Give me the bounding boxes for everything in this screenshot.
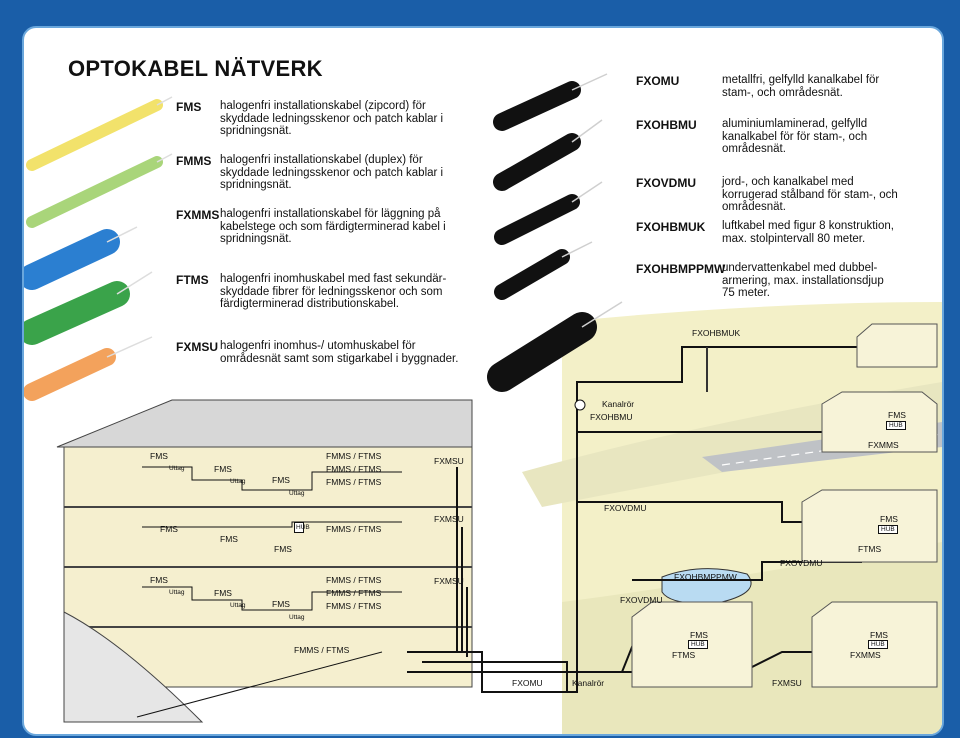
out-fxohbmu: FXOHBMU [590, 412, 633, 422]
cable-desc-fxmms: halogenfri installationskabel för läggni… [220, 208, 446, 245]
out-fxohbmppmw: FXOHBMPPMW [674, 572, 737, 582]
cable-desc-fmms: halogenfri installationskabel (duplex) f… [220, 154, 444, 191]
page-title: OPTOKABEL NÄTVERK [68, 56, 323, 81]
network-diagram [24, 73, 942, 734]
cable-code-fxohbmppmw: FXOHBMPPMW [636, 262, 726, 276]
house3-label: FTMS [672, 650, 696, 660]
f2-fms-1: FMS [160, 524, 178, 534]
out-fxmsu-bottom: FXMSU [772, 678, 802, 688]
lake [661, 568, 752, 604]
out-fxovdmu-mid: FXOVDMU [604, 503, 647, 513]
house1-fms: FMS [888, 410, 906, 420]
house4-fms: FMS [870, 630, 888, 640]
main-building [56, 399, 473, 723]
house2-label: FTMS [858, 544, 882, 554]
cable-code-fms: FMS [176, 100, 202, 114]
cable-desc-fxohbmu: aluminiumlaminerad, gelfylld kanalkabel … [722, 118, 868, 155]
basement-label: FMMS / FTMS [294, 645, 350, 655]
house4-label: FXMMS [850, 650, 881, 660]
f3-riser-3: FMMS / FTMS [326, 601, 382, 611]
f1-fxmsu: FXMSU [434, 456, 464, 466]
house2-hub: HUB [878, 525, 898, 534]
right-cable-images [487, 73, 623, 392]
out-fxomu: FXOMU [512, 678, 543, 688]
f2-fms-3: FMS [274, 544, 292, 554]
cable-code-fxohbmuk: FXOHBMUK [636, 220, 706, 234]
f3-fms-1: FMS [150, 575, 168, 585]
cable-desc-ftms: halogenfri inomhuskabel med fast sekundä… [220, 273, 447, 310]
f3-fxmsu: FXMSU [434, 576, 464, 586]
cable-code-fmms: FMMS [176, 154, 212, 168]
f1-uttag-3: Uttag [289, 490, 305, 497]
out-fxovdmu-low: FXOVDMU [620, 595, 663, 605]
f1-riser-1: FMMS / FTMS [326, 451, 382, 461]
f3-uttag-2: Uttag [230, 602, 246, 609]
cable-code-fxomu: FXOMU [636, 74, 680, 88]
cable-code-ftms: FTMS [176, 273, 209, 287]
left-cable-images [24, 96, 173, 401]
f1-fms-2: FMS [214, 464, 232, 474]
f1-fms-3: FMS [272, 475, 290, 485]
f2-fxmsu: FXMSU [434, 514, 464, 524]
cable-code-fxohbmu: FXOHBMU [636, 118, 697, 132]
cable-desc-fms: halogenfri installationskabel (zipcord) … [220, 100, 444, 137]
out-kanalror-top: Kanalrör [602, 399, 635, 409]
cable-desc-fxohbmppmw: undervattenkabel med dubbel-armering, ma… [722, 262, 884, 299]
manhole-icon [574, 399, 586, 411]
f3-fms-3: FMS [272, 599, 290, 609]
out-fxohbmuk: FXOHBMUK [692, 328, 741, 338]
f3-uttag-3: Uttag [289, 614, 305, 621]
out-kanalror-bottom: Kanalrör [572, 678, 605, 688]
cable-desc-fxovdmu: jord-, och kanalkabel med korrugerad stå… [722, 176, 898, 213]
cable-desc-fxmsu: halogenfri inomhus-/ utomhuskabel för om… [220, 340, 459, 365]
f1-uttag-1: Uttag [169, 465, 185, 472]
house1-hub: HUB [886, 421, 906, 430]
f3-riser-1: FMMS / FTMS [326, 575, 382, 585]
f3-riser-2: FMMS / FTMS [326, 588, 382, 598]
f3-uttag-1: Uttag [169, 589, 185, 596]
cable-desc-fxohbmuk: luftkabel med figur 8 konstruktion, max.… [722, 220, 894, 245]
f1-uttag-2: Uttag [230, 478, 246, 485]
house3-fms: FMS [690, 630, 708, 640]
house4-hub: HUB [868, 640, 888, 649]
cable-code-fxovdmu: FXOVDMU [636, 176, 696, 190]
house2-fms: FMS [880, 514, 898, 524]
cable-code-fxmsu: FXMSU [176, 340, 218, 354]
f2-riser-1: FMMS / FTMS [326, 524, 382, 534]
house1-label: FXMMS [868, 440, 899, 450]
house3-hub: HUB [688, 640, 708, 649]
f1-fms-1: FMS [150, 451, 168, 461]
f1-riser-3: FMMS / FTMS [326, 477, 382, 487]
floor-lines [142, 466, 402, 611]
f3-fms-2: FMS [214, 588, 232, 598]
f2-fms-2: FMS [220, 534, 238, 544]
poster-panel: OPTOKABEL NÄTVERK FMS halogenfri install… [22, 26, 944, 736]
cable-code-fxmms: FXMMS [176, 208, 220, 222]
cable-desc-fxomu: metallfri, gelfylld kanalkabel för stam-… [722, 74, 880, 99]
out-fxovdmu-right: FXOVDMU [780, 558, 823, 568]
f2-hub: HUB [294, 522, 310, 533]
f1-riser-2: FMMS / FTMS [326, 464, 382, 474]
